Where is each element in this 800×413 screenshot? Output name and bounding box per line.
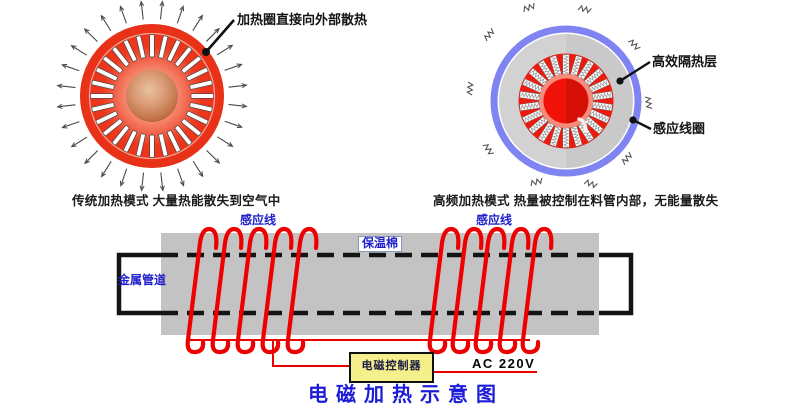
induction-wire-label-left: 感应线 [240, 213, 277, 227]
induction-heating-circle [466, 2, 653, 189]
heat-loss-callout-label: 加热圈直接向外部散热 [237, 12, 368, 27]
right-caption: 高频加热模式 热量被控制在料管内部，无能量散失 [433, 194, 719, 208]
insulation-cotton-label: 保温棉 [358, 236, 403, 253]
insulation-layer-label: 高效隔热层 [652, 54, 718, 69]
diagram-title: 电磁加热示意图 [308, 384, 504, 406]
controller-label: 电磁控制器 [361, 360, 422, 372]
induction-coil-label: 感应线圈 [653, 121, 706, 136]
coil-winding-slots [519, 54, 613, 148]
heat-radiation-arrows [56, 0, 248, 192]
metal-pipe-label: 金属管道 [118, 273, 167, 287]
heated-barrel-core [543, 78, 589, 124]
stator-slots [90, 34, 214, 158]
traditional-heating-circle [56, 0, 248, 192]
induction-wire-label-right: 感应线 [476, 213, 513, 227]
pipe-schematic [116, 226, 634, 373]
left-caption: 传统加热模式 大量热能散失到空气中 [72, 194, 281, 208]
induction-coil-wires [185, 226, 554, 355]
heated-core [126, 70, 178, 122]
left-callout-pointer [202, 19, 235, 56]
ac-power-label: AC 220V [472, 356, 536, 371]
minor-heat-squiggles [466, 2, 653, 189]
controller-box: 电磁控制器 [349, 352, 434, 383]
induction-coil-ring [490, 25, 642, 177]
right-callout-pointers [616, 60, 652, 131]
controller-wiring [187, 339, 537, 373]
